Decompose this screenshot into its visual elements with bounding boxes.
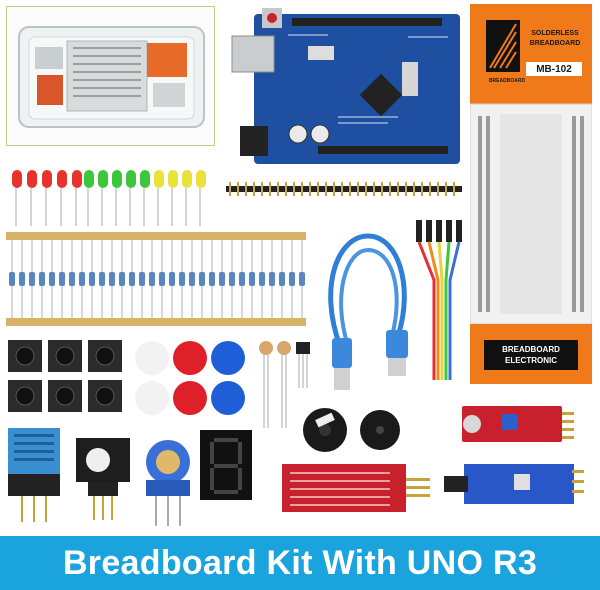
seven-segment-display [200,430,252,500]
breadboard-footer-line1: BREADBOARD [502,345,560,354]
led-row [12,170,206,226]
resistor-strips [6,232,306,326]
banner-title: Breadboard Kit With UNO R3 [62,543,538,582]
rgb-led-module [76,438,130,520]
component-case-photo [6,6,215,146]
breadboard-footer-line2: ELECTRONIC [505,356,557,365]
led-red-group [12,170,82,188]
button-caps [135,341,245,415]
breadboard-header-line1: SOLDERLESS [531,30,579,37]
title-banner: Breadboard Kit With UNO R3 [0,536,600,590]
storage-box-image [18,26,205,128]
led-yellow-group [154,170,206,188]
breadboard-brand: BREADBOARD [488,78,526,84]
pin-header-strip [226,182,462,196]
buzzers [303,408,400,452]
dht11-sensor [8,428,60,522]
breadboard-model: MB-102 [536,64,572,75]
push-buttons [8,340,122,412]
led-green-group [84,170,150,188]
potentiometer [146,440,190,526]
sound-sensor-module [462,406,574,442]
jumper-wires [416,220,462,380]
usb-cable [328,233,408,390]
breadboard-header-line2: BREADBOARD [529,40,581,47]
photoresistor-transistor [259,341,310,428]
water-level-sensor [282,464,430,512]
arduino-uno-board [228,6,460,164]
ir-sensor-module [444,464,584,504]
breadboard-package: SOLDERLESS BREADBOARD MB-102 BREADBOARD … [470,4,592,384]
